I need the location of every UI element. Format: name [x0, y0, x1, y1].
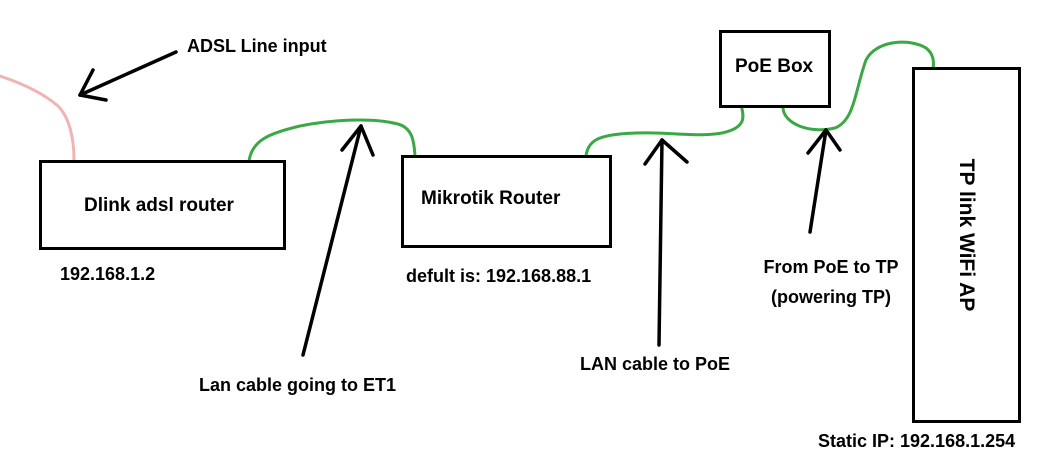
cable-dlink-to-mikrotik	[247, 118, 417, 163]
cable-mikrotik-to-poe	[584, 107, 745, 158]
tplink-ap-box	[912, 67, 1021, 423]
arrow-poe-tp	[806, 128, 842, 234]
arrow-lan-poe	[643, 138, 689, 347]
poe-box-label: PoE Box	[735, 56, 814, 77]
cable-poe-to-tplink	[781, 40, 935, 132]
poe-box	[719, 30, 831, 108]
poe-tp-annotation: From PoE to TP (powering TP)	[752, 252, 910, 312]
dlink-router-box	[39, 160, 286, 250]
adsl-line	[0, 74, 76, 162]
poe-tp-annotation-line1: From PoE to TP	[763, 257, 899, 277]
adsl-line-annotation: ADSL Line input	[187, 36, 327, 56]
lan-et1-annotation: Lan cable going to ET1	[199, 375, 397, 395]
mikrotik-router-box	[401, 155, 612, 248]
dlink-router-label: Dlink adsl router	[84, 195, 234, 216]
mikrotik-router-ip: defult is: 192.168.88.1	[406, 266, 592, 286]
arrow-lan-et1	[301, 124, 375, 357]
tplink-ap-label: TP link WiFi AP	[955, 158, 978, 312]
poe-tp-annotation-line2: (powering TP)	[771, 287, 891, 307]
arrow-adsl	[78, 50, 178, 102]
mikrotik-router-label: Mikrotik Router	[421, 188, 561, 209]
tplink-ap-ip: Static IP: 192.168.1.254	[818, 431, 1016, 451]
dlink-router-ip: 192.168.1.2	[60, 264, 156, 284]
lan-poe-annotation: LAN cable to PoE	[580, 354, 731, 374]
